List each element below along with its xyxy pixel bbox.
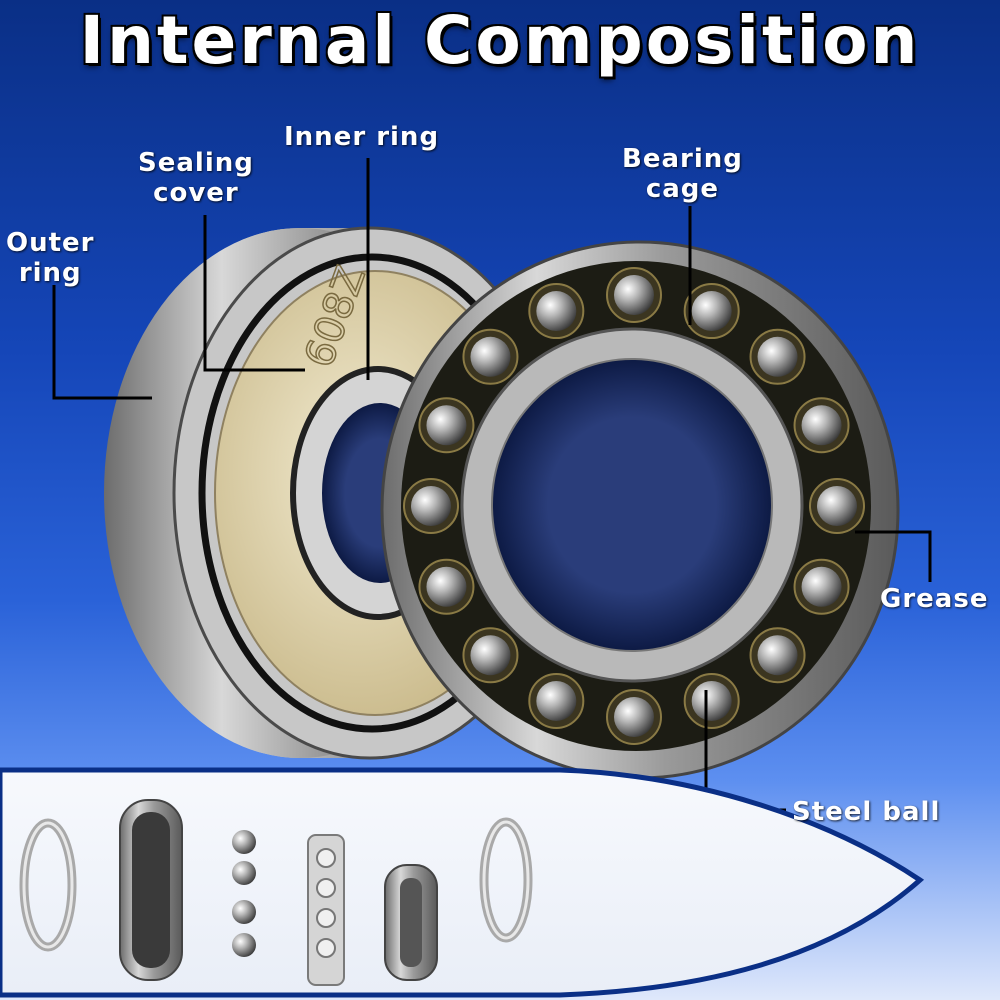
steel-ball bbox=[536, 680, 577, 721]
label-grease: Grease bbox=[880, 584, 989, 614]
page-title: Internal Composition bbox=[79, 2, 921, 79]
steel-ball bbox=[614, 275, 654, 315]
steel-ball bbox=[470, 336, 511, 377]
steel-ball bbox=[470, 635, 511, 676]
part-steel-balls bbox=[232, 830, 256, 957]
leader-outer-ring bbox=[52, 285, 152, 400]
leader-grease bbox=[855, 530, 932, 582]
loose-steel-ball bbox=[232, 933, 256, 957]
ball-set bbox=[403, 267, 865, 745]
part-cage bbox=[307, 834, 345, 986]
label-inner-ring: Inner ring bbox=[284, 122, 440, 152]
steel-ball bbox=[757, 635, 798, 676]
loose-steel-ball bbox=[232, 830, 256, 854]
exploded-view-panel bbox=[0, 767, 925, 998]
label-outer-ring: Outer ring bbox=[6, 228, 95, 288]
loose-steel-ball bbox=[232, 861, 256, 885]
steel-ball bbox=[411, 486, 451, 526]
steel-ball bbox=[757, 336, 798, 377]
panel-background bbox=[0, 767, 925, 998]
steel-ball bbox=[426, 405, 467, 446]
steel-ball bbox=[691, 291, 732, 332]
steel-ball bbox=[691, 680, 732, 721]
steel-ball bbox=[817, 486, 857, 526]
steel-ball bbox=[426, 566, 467, 607]
leader-sealing-cover bbox=[203, 215, 305, 372]
label-steel-ball: Steel ball bbox=[792, 797, 941, 827]
loose-steel-ball bbox=[232, 900, 256, 924]
label-bearing-cage: Bearing cage bbox=[622, 144, 743, 204]
open-bearing bbox=[380, 240, 900, 780]
open-bore bbox=[491, 358, 773, 652]
steel-ball bbox=[536, 291, 577, 332]
steel-ball bbox=[614, 697, 654, 737]
steel-ball bbox=[801, 405, 842, 446]
label-sealing-cover: Sealing cover bbox=[138, 148, 254, 208]
steel-ball bbox=[801, 566, 842, 607]
